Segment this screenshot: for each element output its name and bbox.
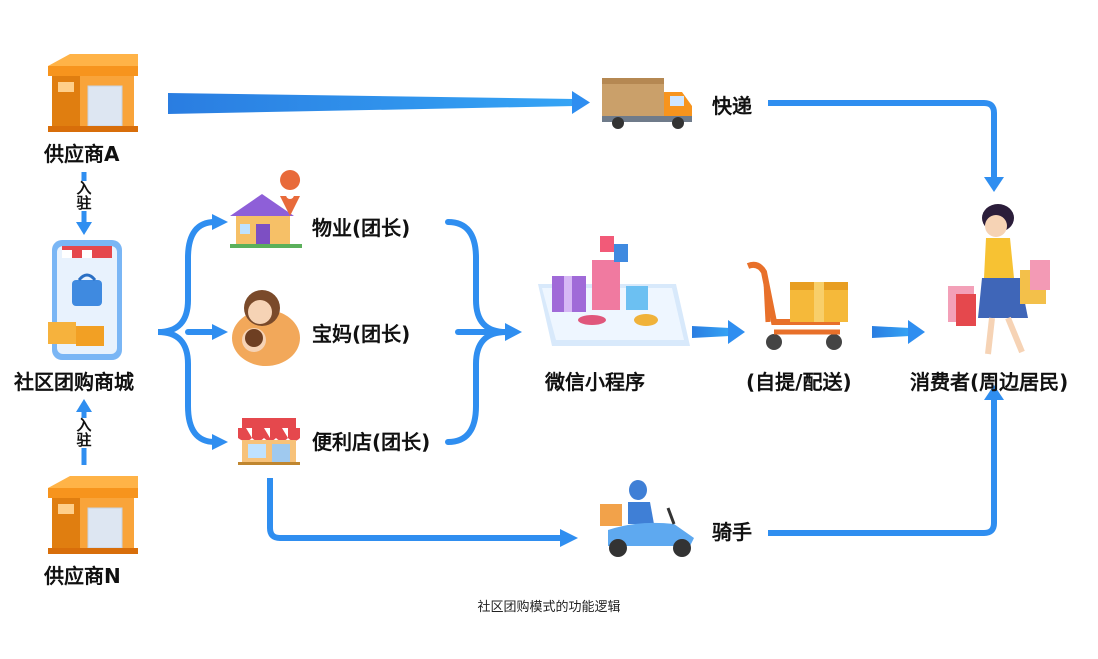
node-mom: 宝妈(团长) bbox=[312, 322, 411, 346]
edge-label-join-top: 入驻 bbox=[75, 179, 93, 212]
arrowhead-store bbox=[212, 434, 228, 450]
cart-icon bbox=[746, 261, 848, 350]
brace-mall-to-leaders bbox=[157, 219, 218, 445]
arrowhead-rider bbox=[560, 529, 578, 547]
shopper-woman-icon bbox=[948, 204, 1050, 355]
arrowhead-mom bbox=[212, 324, 228, 340]
arrowhead-consumer-bottom bbox=[984, 385, 1004, 400]
house-location-icon bbox=[230, 170, 302, 248]
node-store: 便利店(团长) bbox=[312, 430, 431, 454]
arrow-rider-to-consumer bbox=[768, 398, 997, 536]
phone-mall-icon bbox=[48, 240, 122, 360]
node-group-mall: 社区团购商城 bbox=[14, 370, 134, 394]
node-property: 物业(团长) bbox=[312, 216, 411, 240]
node-express: 快递 bbox=[712, 94, 752, 118]
mom-baby-icon bbox=[232, 290, 300, 366]
node-pickup: (自提/配送) bbox=[746, 370, 852, 394]
arrowhead-mini-program bbox=[505, 323, 522, 341]
arrow-pickup-to-consumer bbox=[872, 320, 925, 344]
rider-scooter-icon bbox=[600, 480, 694, 557]
shop-icon bbox=[48, 54, 138, 132]
brace-leaders-to-mini-program bbox=[445, 219, 509, 445]
node-rider: 骑手 bbox=[712, 520, 752, 544]
phone-shopping-icon bbox=[538, 236, 690, 346]
arrow-mini-program-to-pickup bbox=[692, 320, 745, 344]
node-consumer: 消费者(周边居民) bbox=[910, 370, 1069, 394]
diagram-caption: 社区团购模式的功能逻辑 bbox=[477, 600, 621, 615]
node-supplier-n: 供应商N bbox=[44, 564, 121, 588]
edge-label-join-bottom: 入驻 bbox=[75, 416, 93, 449]
arrow-store-to-rider bbox=[267, 478, 562, 541]
node-mini-program: 微信小程序 bbox=[545, 370, 645, 394]
arrow-supplier-a-to-express bbox=[168, 91, 590, 114]
arrowhead-property bbox=[212, 214, 228, 230]
node-supplier-a: 供应商A bbox=[44, 142, 120, 166]
truck-icon bbox=[602, 78, 692, 129]
shop-icon bbox=[48, 476, 138, 554]
arrow-express-to-consumer bbox=[768, 100, 997, 178]
convenience-store-icon bbox=[238, 418, 300, 465]
arrowhead-consumer-top bbox=[984, 177, 1004, 192]
